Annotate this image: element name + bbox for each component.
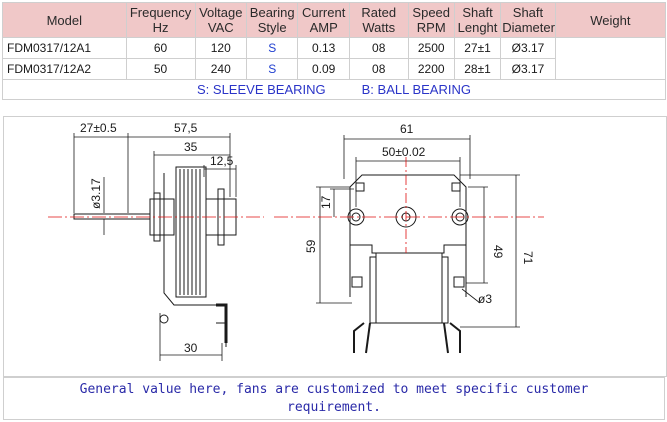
legend-ball: B: BALL BEARING [361,82,471,97]
drawing-svg: 27±0.5 57,5 35 12,5 ø3.17 30 [48,121,544,361]
cell-voltage: 240 [195,59,246,79]
cell-current: 0.13 [298,38,349,58]
technical-drawing: 27±0.5 57,5 35 12,5 ø3.17 30 [3,116,667,377]
cell-watts: 08 [349,59,408,79]
header-model: Model [3,3,126,37]
dim-12-5: 12,5 [210,154,234,168]
cell-shaft-diameter: Ø3.17 [501,38,555,58]
dim-shaft-diameter: ø3.17 [89,178,103,209]
dim-17: 17 [319,195,333,209]
cell-shaft-diameter: Ø3.17 [501,59,555,79]
cell-speed: 2200 [408,59,454,79]
cell-model: FDM0317/12A2 [3,59,126,79]
dim-hole-diameter: ø3 [478,292,492,306]
mount-hole [159,314,169,324]
dim-overall-length: 57,5 [174,121,198,135]
cell-frequency: 60 [126,38,195,58]
dim-35: 35 [184,140,198,154]
top-plate [349,174,467,254]
cell-model: FDM0317/12A1 [3,38,126,58]
shaft-shape [73,213,151,220]
dim-59: 59 [304,239,318,253]
table-row: FDM0317/12A2 50 240 S 0.09 08 2200 28±1 … [3,59,665,79]
front-view [316,135,520,354]
dim-71: 71 [521,251,535,265]
cell-shaft-length: 27±1 [454,38,501,58]
header-weight: Weight [555,3,665,37]
legend-sleeve: S: SLEEVE BEARING [197,82,326,97]
note-line-2: requirement. [287,400,381,415]
cell-watts: 08 [349,38,408,58]
cell-frequency: 50 [126,59,195,79]
cell-current: 0.09 [298,59,349,79]
cell-bearing: S [246,59,298,79]
cell-weight [555,38,665,79]
bearing-legend: S: SLEEVE BEARING B: BALL BEARING [3,80,665,99]
dim-hole-spacing: 50±0.02 [382,145,426,159]
bearing-legend-row: S: SLEEVE BEARING B: BALL BEARING [3,80,665,99]
cell-speed: 2500 [408,38,454,58]
side-view [73,133,237,361]
dim-49: 49 [491,245,505,259]
cell-bearing: S [246,38,298,58]
coil-body [375,252,443,324]
dim-width-61: 61 [400,122,414,136]
customization-note: General value here, fans are customized … [3,377,665,420]
table-row: FDM0317/12A1 60 120 S 0.13 08 2500 27±1 … [3,38,665,79]
note-line-1: General value here, fans are customized … [79,382,589,397]
cell-voltage: 120 [195,38,246,58]
cell-shaft-length: 28±1 [454,59,501,79]
frame-bracket [163,173,224,306]
dim-shaft-length: 27±0.5 [80,121,117,135]
dim-bottom-30: 30 [184,341,198,355]
